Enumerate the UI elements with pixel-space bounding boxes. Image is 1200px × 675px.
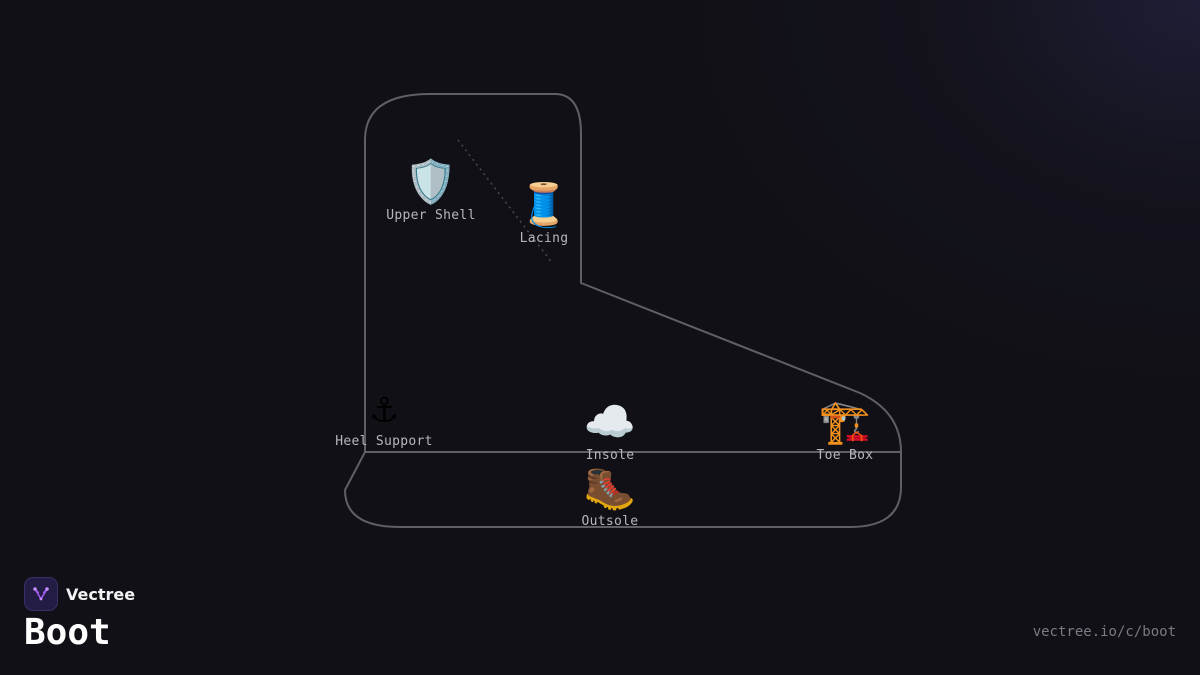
vectree-logo-icon bbox=[24, 577, 58, 611]
insole-label: Insole bbox=[585, 448, 635, 463]
part-insole: ☁️ Insole bbox=[530, 397, 690, 464]
part-upper-shell: 🛡️ Upper Shell bbox=[351, 157, 511, 224]
part-lacing: 🧵 Lacing bbox=[464, 180, 624, 247]
brand-name: Vectree bbox=[66, 584, 136, 604]
toe-box-label: Toe Box bbox=[816, 448, 874, 463]
lacing-label: Lacing bbox=[519, 231, 569, 246]
boot-upper-outline bbox=[364, 93, 903, 453]
logo-mark bbox=[33, 587, 49, 601]
shield-icon: 🛡️ bbox=[404, 157, 458, 206]
brand: Vectree bbox=[24, 577, 135, 611]
boot-sole-outline bbox=[343, 451, 902, 528]
part-toe-box: 🏗️ Toe Box bbox=[765, 397, 925, 464]
page-title: Boot bbox=[24, 612, 111, 653]
hiking-boot-icon: 🥾 bbox=[583, 463, 637, 512]
heel-support-label: Heel Support bbox=[335, 434, 433, 449]
connector-upper-shell-lacing bbox=[457, 139, 554, 265]
construction-crane-icon: 🏗️ bbox=[818, 397, 872, 446]
upper-shell-label: Upper Shell bbox=[386, 208, 476, 223]
anchor-icon: ⚓ bbox=[371, 383, 397, 432]
part-heel-support: ⚓ Heel Support bbox=[304, 383, 464, 450]
part-outsole: 🥾 Outsole bbox=[530, 463, 690, 530]
page-url[interactable]: vectree.io/c/boot bbox=[1032, 624, 1176, 640]
cloud-icon: ☁️ bbox=[583, 397, 637, 446]
thread-spool-icon: 🧵 bbox=[517, 180, 571, 229]
outsole-label: Outsole bbox=[581, 514, 639, 529]
